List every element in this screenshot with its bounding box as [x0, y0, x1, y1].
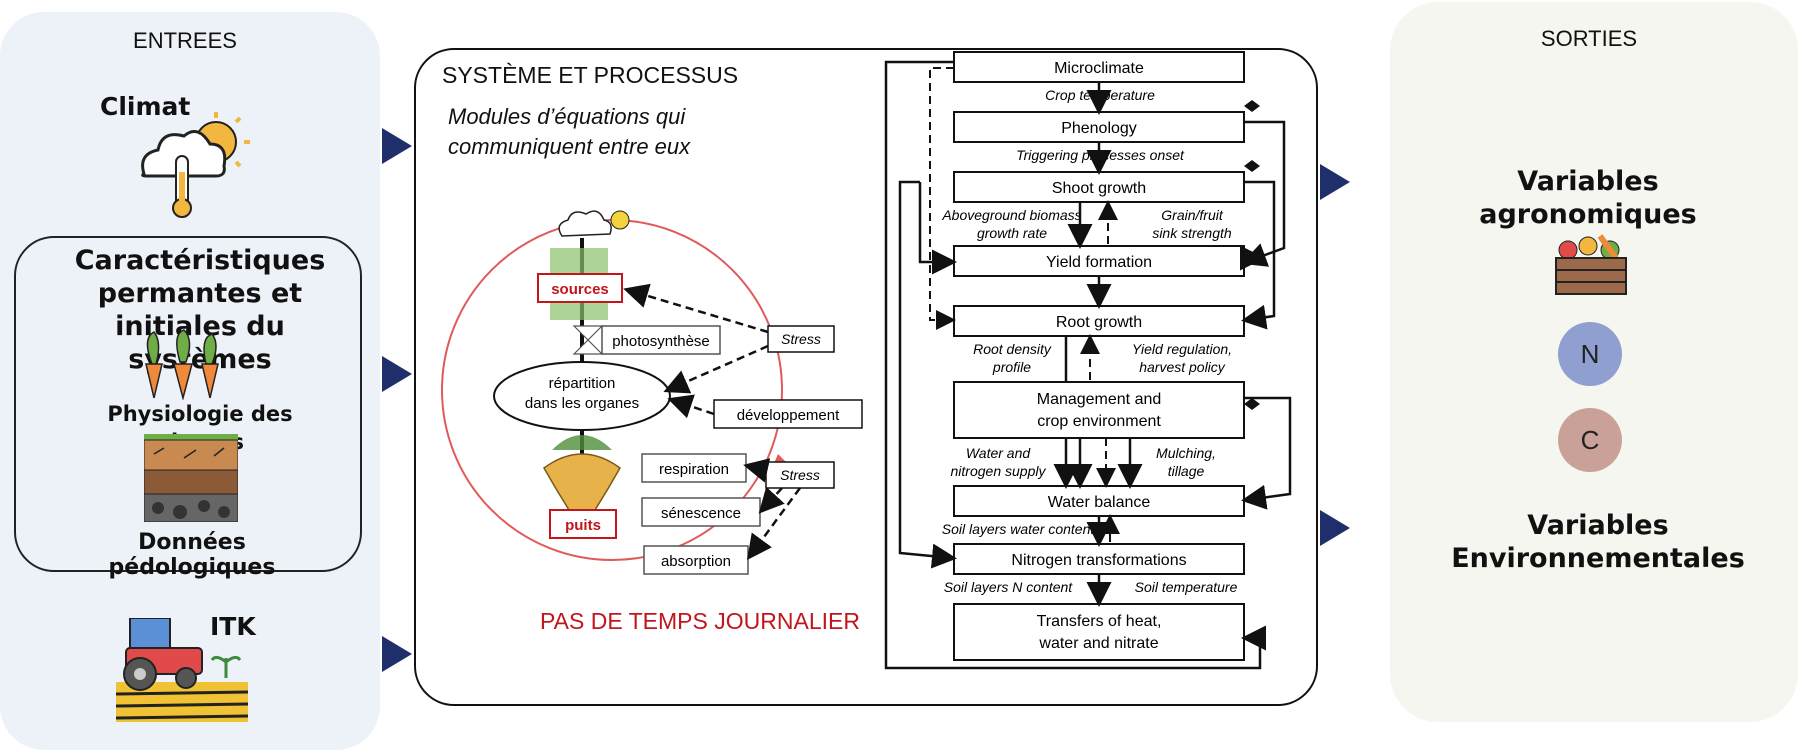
tractor-icon — [116, 618, 248, 722]
soil-label: Données pédologiques — [108, 530, 276, 580]
flow-grain-1: Grain/fruit — [1161, 207, 1224, 223]
arrow-agronomic — [1320, 164, 1350, 200]
climate-icon — [141, 112, 250, 218]
flow-aboveground-2: growth rate — [977, 225, 1047, 241]
agronomic-title-2: agronomiques — [1479, 199, 1697, 230]
characteristics-box — [14, 236, 362, 572]
growth-cycle-diagram: sources photosynthèse Stress répartition… — [441, 210, 863, 575]
climate-label: Climat — [100, 92, 191, 121]
flow-water-nitrogen-1: Water and — [966, 445, 1032, 461]
vegetable-crate-icon — [1555, 234, 1627, 295]
flow-aboveground-1: Aboveground biomass — [941, 207, 1081, 223]
flow-microclimate: Microclimate — [1054, 60, 1144, 77]
arrow-characteristics — [382, 356, 412, 392]
soil-icon — [144, 434, 238, 522]
flow-shoot-growth: Shoot growth — [1052, 180, 1146, 197]
sources-text: sources — [551, 281, 609, 298]
nitrogen-badge: N — [1558, 322, 1622, 386]
flow-phenology: Phenology — [1061, 120, 1137, 137]
flow-yield-regulation-1: Yield regulation, — [1132, 341, 1232, 357]
flow-soil-water: Soil layers water content — [942, 521, 1096, 537]
flow-yield-regulation-2: harvest policy — [1139, 359, 1226, 375]
flow-mulching-2: tillage — [1168, 463, 1205, 479]
sources-box — [537, 273, 623, 303]
agronomic-title-1: Variables — [1517, 166, 1659, 197]
flow-soil-temperature: Soil temperature — [1135, 579, 1238, 595]
system-subtitle-1: Modules d’équations qui — [448, 104, 686, 129]
flow-transfers-1: Transfers of heat, — [1037, 613, 1162, 630]
environment-title-2: Environnementales — [1451, 543, 1745, 574]
outputs-header: SORTIES — [1540, 26, 1638, 51]
flow-root-growth: Root growth — [1056, 314, 1142, 331]
carbon-badge: C — [1558, 408, 1622, 472]
flow-root-density-1: Root density — [973, 341, 1052, 357]
flow-nitrogen: Nitrogen transformations — [1011, 552, 1186, 569]
characteristics-title: Caractéristiques permantes et initiales … — [74, 245, 326, 375]
carrots-icon — [145, 329, 219, 400]
time-step-label: PAS DE TEMPS JOURNALIER — [540, 608, 860, 634]
senescence-text: sénescence — [661, 505, 741, 522]
photosynthesis-text: photosynthèse — [612, 333, 710, 350]
arrow-climate — [382, 128, 412, 164]
stress-top-text: Stress — [781, 331, 821, 347]
process-flowchart: Microclimate Phenology Shoot growth Yiel… — [884, 51, 1292, 670]
flow-management-1: Management and — [1037, 391, 1162, 408]
absorption-text: absorption — [661, 553, 731, 570]
stress-bottom-text: Stress — [780, 467, 820, 483]
flow-yield-formation: Yield formation — [1046, 254, 1152, 271]
flow-transfers-2: water and nitrate — [1038, 635, 1158, 652]
environment-title-1: Variables — [1527, 510, 1669, 541]
arrow-environment — [1320, 510, 1350, 546]
flow-grain-2: sink strength — [1152, 225, 1232, 241]
development-text: développement — [737, 407, 840, 424]
inputs-header: ENTREES — [133, 28, 237, 53]
allocation-text-2: dans les organes — [525, 395, 639, 412]
arrow-itk — [382, 636, 412, 672]
system-subtitle-2: communiquent entre eux — [448, 134, 691, 159]
flow-management-2: crop environment — [1037, 413, 1161, 430]
respiration-text: respiration — [659, 461, 729, 478]
sinks-text: puits — [565, 517, 601, 534]
system-header: SYSTÈME ET PROCESSUS — [442, 62, 739, 88]
flow-root-density-2: profile — [992, 359, 1031, 375]
flow-water-balance: Water balance — [1048, 494, 1151, 511]
allocation-text-1: répartition — [549, 375, 616, 392]
flow-soil-n: Soil layers N content — [944, 579, 1074, 595]
flow-triggering: Triggering processes onset — [1016, 147, 1185, 163]
beet-root-icon — [543, 453, 621, 532]
itk-label: ITK — [210, 612, 256, 641]
flow-mulching-1: Mulching, — [1156, 445, 1216, 461]
flow-water-nitrogen-2: nitrogen supply — [951, 463, 1047, 479]
cloud-icon — [558, 210, 612, 237]
